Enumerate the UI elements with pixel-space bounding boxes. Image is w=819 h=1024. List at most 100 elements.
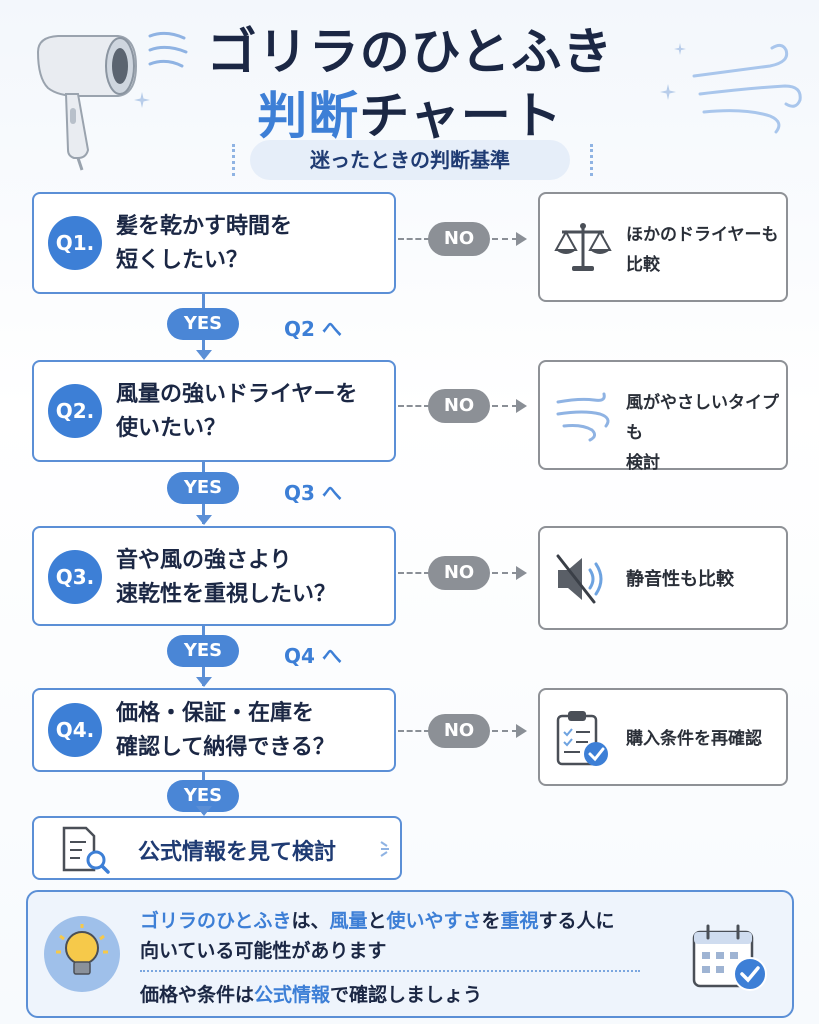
question-text: 音や風の強さより 速乾性を重視したい？ [116,544,336,612]
question-box-q4: Q4. 価格・保証・在庫を 確認して納得できる？ [32,688,396,772]
yes-badge: YES [167,635,239,667]
calendar-check-icon [690,922,770,996]
question-line1: 風量の強いドライヤーを [116,382,358,407]
title-rest: チャート [359,87,563,145]
lightbulb-icon [42,914,122,994]
answer-line1: 静音性も比較 [626,569,734,590]
page-title: ゴリラのひとふき [206,23,614,81]
question-badge: Q2. [48,384,102,438]
arrow-right-icon [516,566,527,580]
no-connector [398,405,430,407]
answer-text: 風がやさしいタイプも 検討 [626,388,786,478]
answer-line2: 比較 [626,255,660,275]
no-connector [492,405,518,407]
wind-swirl-icon [690,36,805,146]
summary-divider [140,970,640,972]
question-badge: Q3. [48,550,102,604]
arrow-down-icon [196,350,212,360]
summary-text-part: する人に [538,910,615,932]
yes-badge: YES [167,472,239,504]
summary-text-part: で確認しましょう [330,984,483,1006]
question-text: 髪を乾かす時間を 短くしたい？ [116,210,292,278]
mute-speaker-icon [554,550,612,608]
answer-line1: ほかのドライヤーも [626,225,779,245]
arrow-right-icon [516,724,527,738]
question-box-q1: Q1. 髪を乾かす時間を 短くしたい？ [32,192,396,294]
question-box-q2: Q2. 風量の強いドライヤーを 使いたい？ [32,360,396,462]
no-connector [398,572,430,574]
no-connector [492,572,518,574]
clipboard-check-icon [554,708,612,766]
answer-box-q1: ほかのドライヤーも 比較 [538,192,788,302]
question-line2: 確認して納得できる？ [116,735,335,760]
arrow-down-icon [196,677,212,687]
summary-text-part: と [367,910,387,932]
question-text: 価格・保証・在庫を 確認して納得できる？ [116,697,335,765]
question-line1: 価格・保証・在庫を [116,701,315,726]
summary-line2: 向いている可能性があります [140,940,387,962]
next-question-label: Q4 へ [284,644,342,668]
subtitle-deco-right [590,144,596,176]
final-result-label: 公式情報を見て検討 [138,840,337,865]
question-box-q3: Q3. 音や風の強さより 速乾性を重視したい？ [32,526,396,626]
summary-text-part: は、 [291,910,330,932]
no-connector [492,238,518,240]
document-search-icon [58,824,112,876]
summary-line1: ゴリラのひとふきは、風量と使いやすさを重視する人に [140,906,700,936]
air-flow-icon [146,26,190,76]
subtitle-badge: 迷ったときの判断基準 [250,140,570,180]
question-line1: 髪を乾かす時間を [116,214,293,239]
answer-line1: 購入条件を再確認 [626,729,762,749]
no-badge: NO [428,389,490,423]
subtitle-deco-left [232,144,238,176]
summary-keyword: 重視 [500,910,539,932]
page-title-line2: 判断チャート [195,76,625,148]
summary-keyword: 風量 [329,910,368,932]
next-question-label: Q3 へ [284,481,342,505]
no-badge: NO [428,222,490,256]
no-badge: NO [428,556,490,590]
question-badge: Q4. [48,703,102,757]
arrow-down-icon [196,515,212,525]
sparkle-icon [660,84,676,100]
summary-note: 価格や条件は公式情報で確認しましょう [140,980,482,1007]
answer-text: 購入条件を再確認 [626,724,762,754]
summary-keyword: 公式情報 [254,984,331,1006]
question-line1: 音や風の強さより [116,548,292,573]
summary-text-part: を [481,910,501,932]
question-badge: Q1. [48,216,102,270]
no-connector [492,730,518,732]
answer-box-q2: 風がやさしいタイプも 検討 [538,360,788,473]
answer-line1: 風がやさしいタイプも [626,393,779,443]
answer-line2: 検討 [626,453,660,473]
title-accent: 判断 [257,87,360,145]
question-text: 風量の強いドライヤーを 使いたい？ [116,378,357,446]
scale-icon [554,218,612,276]
summary-keyword: 使いやすさ [386,910,482,932]
final-result-box: 公式情報を見て検討 [32,816,402,880]
next-question-label: Q2 へ [284,317,342,341]
wind-icon [554,386,612,444]
summary-text-part: 価格や条件は [140,984,255,1006]
summary-text: ゴリラのひとふきは、風量と使いやすさを重視する人に 向いている可能性があります [140,906,700,966]
hair-dryer-icon [18,22,148,172]
no-connector [398,730,430,732]
question-line2: 速乾性を重視したい？ [116,582,337,607]
sparkle-icon [674,40,686,55]
sparkle-icon [134,92,150,108]
summary-panel: ゴリラのひとふきは、風量と使いやすさを重視する人に 向いている可能性があります … [26,890,794,1018]
yes-badge: YES [167,308,239,340]
no-connector [398,238,430,240]
arrow-down-icon [196,806,212,816]
answer-box-q3: 静音性も比較 [538,526,788,630]
answer-text: 静音性も比較 [626,565,734,595]
summary-product: ゴリラのひとふき [140,910,292,932]
no-badge: NO [428,714,490,748]
arrow-right-icon [516,399,527,413]
answer-box-q4: 購入条件を再確認 [538,688,788,786]
arrow-right-icon [516,232,527,246]
question-line2: 短くしたい？ [116,248,249,273]
question-line2: 使いたい？ [116,416,227,441]
answer-text: ほかのドライヤーも 比較 [626,220,779,280]
sparkle-icon [379,838,397,860]
